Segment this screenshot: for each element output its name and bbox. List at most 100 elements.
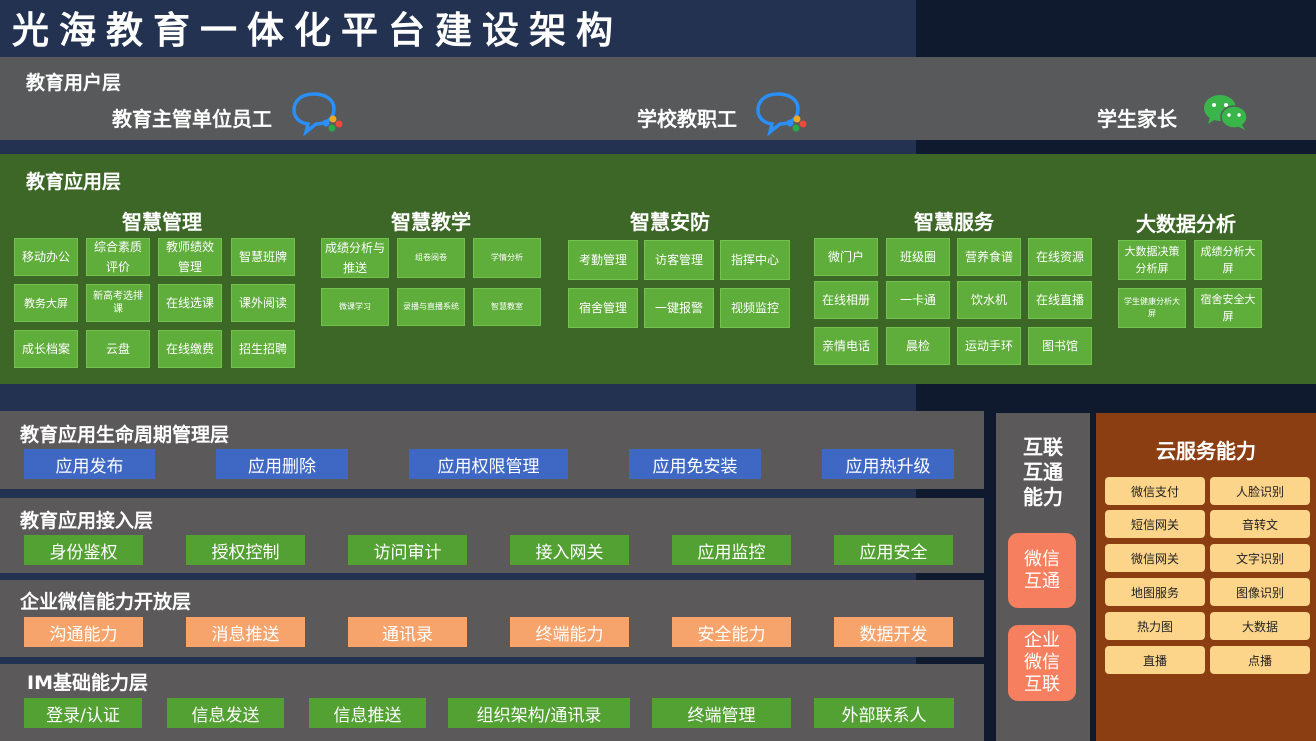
wechat-capability-layer: 企业微信能力开放层 沟通能力 消息推送 通讯录 终端能力 安全能力 数据开发 (0, 580, 984, 657)
lifecycle-chip[interactable]: 应用免安装 (629, 449, 761, 479)
app-tile[interactable]: 大数据决策分析屏 (1118, 240, 1186, 280)
group-title-big-data: 大数据分析 (1136, 212, 1236, 236)
access-chip[interactable]: 应用监控 (672, 535, 791, 565)
user-school-staff: 学校教职工 (637, 107, 737, 131)
app-tile[interactable]: 一键报警 (644, 288, 714, 328)
pill-line: 互联 (1024, 674, 1060, 695)
cloud-service-tile[interactable]: 人脸识别 (1210, 477, 1310, 505)
app-tile[interactable]: 班级圈 (886, 238, 950, 276)
cloud-service-title: 云服务能力 (1156, 439, 1256, 463)
access-chip[interactable]: 身份鉴权 (24, 535, 143, 565)
app-tile[interactable]: 录播与直播系统 (397, 288, 465, 326)
cloud-service-tile[interactable]: 热力图 (1105, 612, 1205, 640)
im-chip[interactable]: 终端管理 (652, 698, 791, 728)
interconnect-title: 互联 互通 能力 (996, 435, 1090, 510)
im-chip[interactable]: 外部联系人 (814, 698, 954, 728)
lifecycle-chip[interactable]: 应用权限管理 (409, 449, 568, 479)
user-parents: 学生家长 (1097, 107, 1177, 131)
user-layer-title: 教育用户层 (26, 72, 122, 94)
app-tile[interactable]: 在线直播 (1028, 281, 1092, 319)
app-tile[interactable]: 招生招聘 (231, 330, 295, 368)
app-tile[interactable]: 移动办公 (14, 238, 78, 276)
app-tile[interactable]: 微课学习 (321, 288, 389, 326)
app-tile[interactable]: 指挥中心 (720, 240, 790, 280)
pill-line: 企业 (1024, 630, 1060, 651)
app-tile[interactable]: 成绩分析大屏 (1194, 240, 1262, 280)
app-tile[interactable]: 饮水机 (957, 281, 1021, 319)
user-layer: 教育用户层 教育主管单位员工 学校教职工 学生家长 (0, 57, 1316, 140)
wechat-capability-layer-title: 企业微信能力开放层 (20, 591, 192, 613)
lifecycle-layer-title: 教育应用生命周期管理层 (20, 424, 230, 446)
app-tile[interactable]: 访客管理 (644, 240, 714, 280)
wechat-capability-chip[interactable]: 沟通能力 (24, 617, 143, 647)
access-chip[interactable]: 应用安全 (834, 535, 953, 565)
access-chip[interactable]: 接入网关 (510, 535, 629, 565)
group-title-smart-service: 智慧服务 (914, 210, 994, 234)
group-title-smart-management: 智慧管理 (122, 210, 202, 234)
app-tile[interactable]: 营养食谱 (957, 238, 1021, 276)
app-tile[interactable]: 成绩分析与推送 (321, 238, 389, 278)
wechat-interop-pill[interactable]: 微信 互通 (1008, 533, 1076, 608)
app-tile[interactable]: 视频监控 (720, 288, 790, 328)
cloud-service-tile[interactable]: 微信网关 (1105, 544, 1205, 572)
access-chip[interactable]: 授权控制 (186, 535, 305, 565)
app-tile[interactable]: 宿舍安全大屏 (1194, 288, 1262, 328)
wechat-capability-chip[interactable]: 终端能力 (510, 617, 629, 647)
lifecycle-layer: 教育应用生命周期管理层 应用发布 应用删除 应用权限管理 应用免安装 应用热升级 (0, 411, 984, 489)
enterprise-wechat-pill[interactable]: 企业 微信 互联 (1008, 625, 1076, 701)
app-tile[interactable]: 在线缴费 (158, 330, 222, 368)
access-chip[interactable]: 访问审计 (348, 535, 467, 565)
cloud-service-tile[interactable]: 短信网关 (1105, 510, 1205, 538)
app-tile[interactable]: 综合素质评价 (86, 238, 150, 276)
app-tile[interactable]: 亲情电话 (814, 327, 878, 365)
app-tile[interactable]: 考勤管理 (568, 240, 638, 280)
lifecycle-chip[interactable]: 应用删除 (216, 449, 348, 479)
wechat-capability-chip[interactable]: 安全能力 (672, 617, 791, 647)
access-layer: 教育应用接入层 身份鉴权 授权控制 访问审计 接入网关 应用监控 应用安全 (0, 498, 984, 573)
app-tile[interactable]: 在线选课 (158, 284, 222, 322)
lifecycle-chip[interactable]: 应用热升级 (822, 449, 954, 479)
interconnect-title-line: 互联 (1023, 435, 1063, 459)
lifecycle-chip[interactable]: 应用发布 (24, 449, 155, 479)
app-tile[interactable]: 教务大屏 (14, 284, 78, 322)
cloud-service-tile[interactable]: 地图服务 (1105, 578, 1205, 606)
app-layer-title: 教育应用层 (26, 171, 122, 193)
app-tile[interactable]: 图书馆 (1028, 327, 1092, 365)
app-tile[interactable]: 在线相册 (814, 281, 878, 319)
app-tile[interactable]: 成长档案 (14, 330, 78, 368)
im-chip[interactable]: 信息推送 (309, 698, 426, 728)
cloud-service-tile[interactable]: 图像识别 (1210, 578, 1310, 606)
im-base-layer-title: IM基础能力层 (27, 672, 148, 694)
im-chip[interactable]: 信息发送 (167, 698, 284, 728)
cloud-service-tile[interactable]: 音转文 (1210, 510, 1310, 538)
wechat-capability-chip[interactable]: 通讯录 (348, 617, 467, 647)
app-tile[interactable]: 微门户 (814, 238, 878, 276)
cloud-service-tile[interactable]: 直播 (1105, 646, 1205, 674)
app-tile[interactable]: 宿舍管理 (568, 288, 638, 328)
cloud-service-tile[interactable]: 文字识别 (1210, 544, 1310, 572)
cloud-service-tile[interactable]: 点播 (1210, 646, 1310, 674)
app-tile[interactable]: 运动手环 (957, 327, 1021, 365)
app-tile[interactable]: 在线资源 (1028, 238, 1092, 276)
im-chip[interactable]: 组织架构/通讯录 (448, 698, 630, 728)
app-tile[interactable]: 智慧教室 (473, 288, 541, 326)
app-tile[interactable]: 学生健康分析大屏 (1118, 288, 1186, 328)
app-tile[interactable]: 新高考选排课 (86, 284, 150, 322)
wechat-capability-chip[interactable]: 消息推送 (186, 617, 305, 647)
app-tile[interactable]: 学情分析 (473, 238, 541, 278)
app-tile[interactable]: 课外阅读 (231, 284, 295, 322)
im-chip[interactable]: 登录/认证 (24, 698, 142, 728)
app-tile[interactable]: 一卡通 (886, 281, 950, 319)
app-tile[interactable]: 组卷阅卷 (397, 238, 465, 278)
access-layer-title: 教育应用接入层 (20, 510, 154, 532)
cloud-service-tile[interactable]: 微信支付 (1105, 477, 1205, 505)
app-tile[interactable]: 教师绩效管理 (158, 238, 222, 276)
wechat-capability-chip[interactable]: 数据开发 (834, 617, 953, 647)
cloud-service-tile[interactable]: 大数据 (1210, 612, 1310, 640)
dingtalk-icon (756, 92, 807, 136)
app-tile[interactable]: 云盘 (86, 330, 150, 368)
app-tile[interactable]: 智慧班牌 (231, 238, 295, 276)
user-education-staff: 教育主管单位员工 (112, 107, 272, 131)
page-title: 光海教育一体化平台建设架构 (12, 8, 623, 52)
app-tile[interactable]: 晨检 (886, 327, 950, 365)
